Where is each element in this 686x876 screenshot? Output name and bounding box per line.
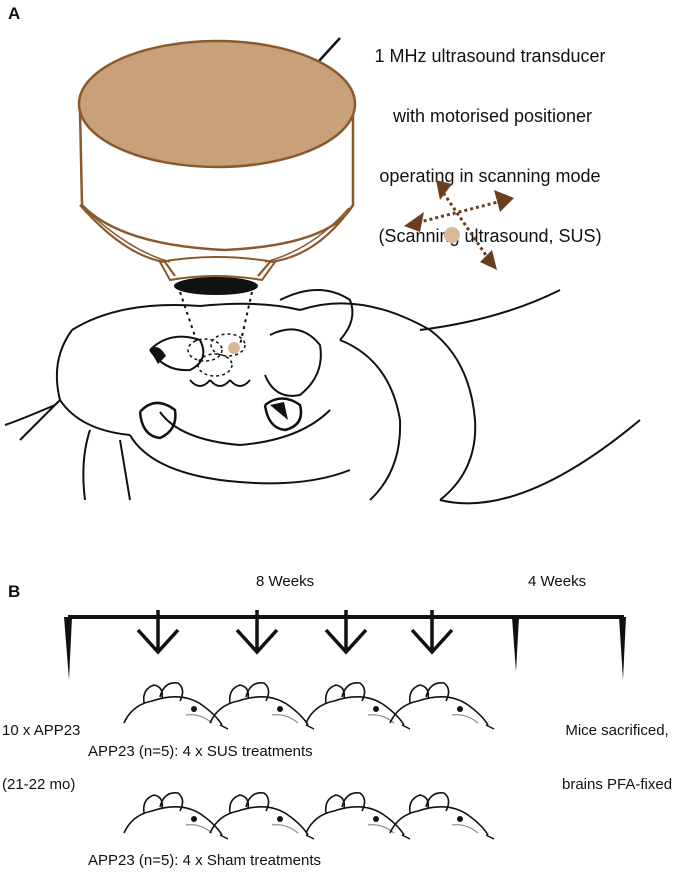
mouse-icon (305, 681, 411, 730)
cohort-line-2: (21-22 mo) (2, 776, 76, 793)
treatment-arrow-icon (136, 610, 180, 655)
treatment-arrow-icon (410, 610, 454, 655)
mouse-icon (305, 791, 411, 840)
group-sus-label: APP23 (n=5): 4 x SUS treatments (88, 743, 313, 760)
mouse-icon (209, 681, 315, 730)
callout-line-2: with motorised positioner (387, 106, 593, 126)
mouse-icon (389, 791, 495, 840)
focal-spot (444, 227, 460, 243)
endpoint-label: Mice sacrificed, brains PFA-fixed (562, 686, 672, 830)
group-sham-label: APP23 (n=5): 4 x Sham treatments (88, 852, 322, 869)
endpoint-line-1: Mice sacrificed, (565, 722, 669, 739)
treatment-arrow-icon (324, 610, 368, 655)
mouse-eye-left (150, 347, 166, 364)
brain-focal-spot (228, 342, 240, 354)
mouse-icon (123, 681, 229, 730)
treatment-arrows (136, 610, 454, 655)
panel-a-letter: A (8, 4, 21, 23)
mouse-icon (209, 791, 315, 840)
mouse-head-icon (4, 289, 641, 505)
ultrasound-transducer-icon (77, 39, 357, 346)
timeline-mid-spike (512, 617, 519, 672)
mouse-icon (389, 681, 495, 730)
panel-b-letter: B (8, 582, 21, 601)
mice-row-sham (123, 791, 495, 840)
transducer-callout: 1 MHz ultrasound transducer with motoris… (340, 6, 640, 286)
mice-row-sus (123, 681, 495, 730)
scan-arrowheads (404, 180, 514, 270)
interval-8-weeks: 8 Weeks (256, 573, 315, 590)
interval-4-weeks: 4 Weeks (528, 573, 587, 590)
mouse-eye-right (270, 402, 288, 420)
mouse-icon (123, 791, 229, 840)
callout-line-4: (Scanning ultrasound, SUS) (378, 226, 602, 246)
timeline-start-spike (64, 617, 72, 680)
cohort-label: 10 x APP23 (21-22 mo) (2, 686, 80, 830)
callout-line-1: 1 MHz ultrasound transducer (374, 46, 606, 66)
timeline-end-spike (619, 617, 626, 680)
callout-line-3: operating in scanning mode (379, 166, 601, 186)
cohort-line-1: 10 x APP23 (2, 722, 81, 739)
endpoint-line-2: brains PFA-fixed (562, 776, 673, 793)
scan-direction-arrows-icon (411, 187, 507, 265)
treatment-arrow-icon (235, 610, 279, 655)
